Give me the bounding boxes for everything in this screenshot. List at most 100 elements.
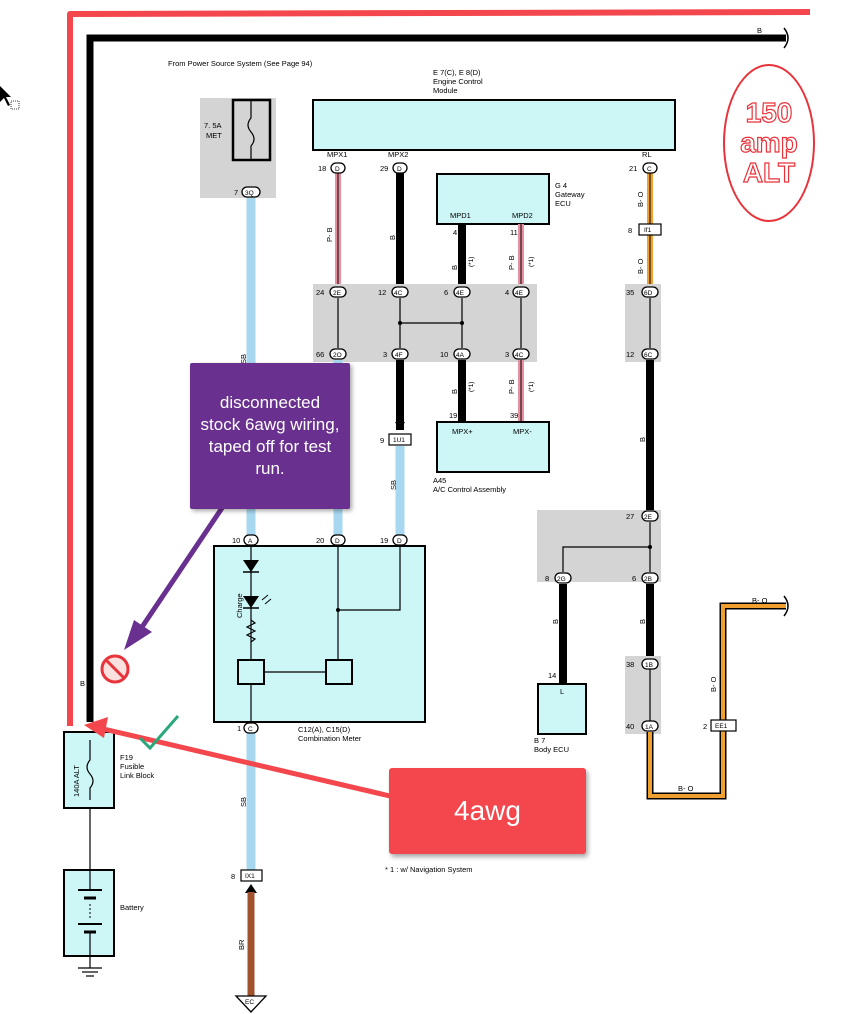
ac-id: A45	[433, 476, 446, 485]
meter-dot	[336, 608, 340, 612]
connector-4f-label: 4F	[395, 352, 403, 359]
body-ecu	[537, 683, 587, 735]
fusible-id: F19	[120, 753, 133, 762]
ecm-pin-rl: RL	[642, 150, 652, 159]
connector-4e-label: 4E	[456, 290, 465, 297]
jm-dot-2	[460, 321, 464, 325]
jm-dot-1	[398, 321, 402, 325]
connector-4c	[391, 286, 409, 298]
gateway-pin-mpd2: MPD2	[512, 211, 533, 220]
gateway-id: G 4	[555, 181, 567, 190]
jlow-branch	[562, 546, 650, 572]
connector-d	[330, 534, 346, 546]
pin-19a: 19	[449, 411, 457, 420]
pin-8b: 8	[545, 574, 549, 583]
fuse-met-rating: 7. 5A	[204, 121, 222, 130]
wire-break-mark	[783, 27, 789, 49]
arrow-1u1	[395, 422, 405, 430]
ac-control-assembly	[436, 421, 550, 473]
wire-label-sb-1: SB	[239, 354, 248, 364]
pin-66: 66	[316, 350, 324, 359]
pin-38: 38	[626, 660, 634, 669]
ecm-pin-mpx2: MPX2	[388, 150, 408, 159]
connector-1u1	[388, 433, 412, 446]
check-icon	[138, 715, 180, 751]
pin-11: 11	[510, 228, 518, 237]
wire-label-b-mpx2: B	[388, 235, 397, 240]
fuse-met-name: MET	[206, 131, 222, 140]
connector-rl	[642, 162, 658, 174]
connector-c-label: C	[248, 726, 253, 733]
pin-12b: 12	[626, 350, 634, 359]
wire-label-sb-2: SB	[239, 797, 248, 807]
connector-6d-label: 6D	[644, 290, 653, 297]
connector-4a	[453, 348, 471, 360]
pin-3a: 3	[383, 350, 387, 359]
connector-if1	[638, 223, 662, 236]
meter-name: Combination Meter	[298, 734, 362, 743]
ecm-name1: Engine Control	[433, 77, 483, 86]
red-4awg-wire	[67, 9, 811, 726]
battery-label: Battery	[120, 903, 144, 912]
wire-label-bo-2: B- O	[636, 258, 645, 274]
connector-d2	[392, 534, 408, 546]
cursor-box	[10, 100, 20, 110]
connector-ee1-label: EE1	[715, 723, 728, 730]
pin-29: 29	[380, 164, 388, 173]
pin-8c: 8	[231, 872, 235, 881]
ac-pin-mpxp: MPX+	[452, 427, 473, 436]
connector-2g-label: 2G	[557, 576, 566, 583]
meter-line-4	[338, 546, 401, 611]
connector-mpx1	[330, 162, 346, 174]
connector-a-label: A	[248, 538, 253, 545]
fusible-rating: 140A ALT	[72, 765, 81, 797]
connector-4c-label: 4C	[394, 290, 403, 297]
wire-star-3: (*1)	[468, 382, 475, 392]
pin-10b: 10	[232, 536, 240, 545]
connector-4e	[453, 286, 471, 298]
resistor-icon	[245, 619, 257, 643]
wire-label-b-2b: B	[638, 619, 647, 624]
fusible-icon	[86, 740, 94, 800]
connector-2o-label: 2O	[333, 352, 342, 359]
fuse-icon	[247, 100, 255, 160]
bo-loop-wire	[648, 604, 786, 798]
junction-lower	[537, 510, 661, 582]
gateway-pin-mpd1: MPD1	[450, 211, 471, 220]
pin-35: 35	[626, 288, 634, 297]
engine-control-module	[312, 99, 676, 151]
gateway-name2: ECU	[555, 199, 571, 208]
connector-1a	[641, 720, 659, 732]
jlow-dot	[648, 545, 652, 549]
wire-label-b-top: B	[757, 26, 762, 35]
pin-4b: 4	[505, 288, 509, 297]
diode-icon	[243, 560, 259, 572]
connector-4e-2	[512, 286, 530, 298]
pin-21: 21	[629, 164, 637, 173]
connector-2e2-label: 2E	[644, 514, 653, 521]
pin-40: 40	[626, 722, 634, 731]
pin-7: 7	[234, 188, 238, 197]
wire-label-bo-top: B- O	[752, 596, 768, 605]
purple-arrowhead	[124, 620, 152, 650]
connector-ix1	[240, 869, 263, 882]
connector-3q	[241, 186, 261, 198]
connector-mpx2	[392, 162, 408, 174]
wire-label-pb-mpd2: P- B	[507, 255, 516, 270]
alt-line2: amp	[740, 127, 799, 158]
body-ecu-id: B 7	[534, 736, 545, 745]
alt-line1: 150	[745, 97, 793, 128]
pin-1: 1	[237, 724, 241, 733]
footnote: * 1 : w/ Navigation System	[385, 865, 473, 874]
gateway-ecu	[436, 173, 550, 225]
connector-2e-2	[641, 510, 659, 522]
wire-star-2: (*1)	[528, 257, 535, 267]
body-ecu-pin-l: L	[560, 687, 564, 696]
connector-2b	[641, 572, 659, 584]
connector-2g	[554, 572, 572, 584]
charge-label: Charge	[235, 593, 244, 618]
connector-2o	[329, 348, 347, 360]
wire-break-mark-2	[783, 595, 789, 617]
disconnected-note: disconnected stock 6awg wiring, taped of…	[190, 363, 350, 509]
